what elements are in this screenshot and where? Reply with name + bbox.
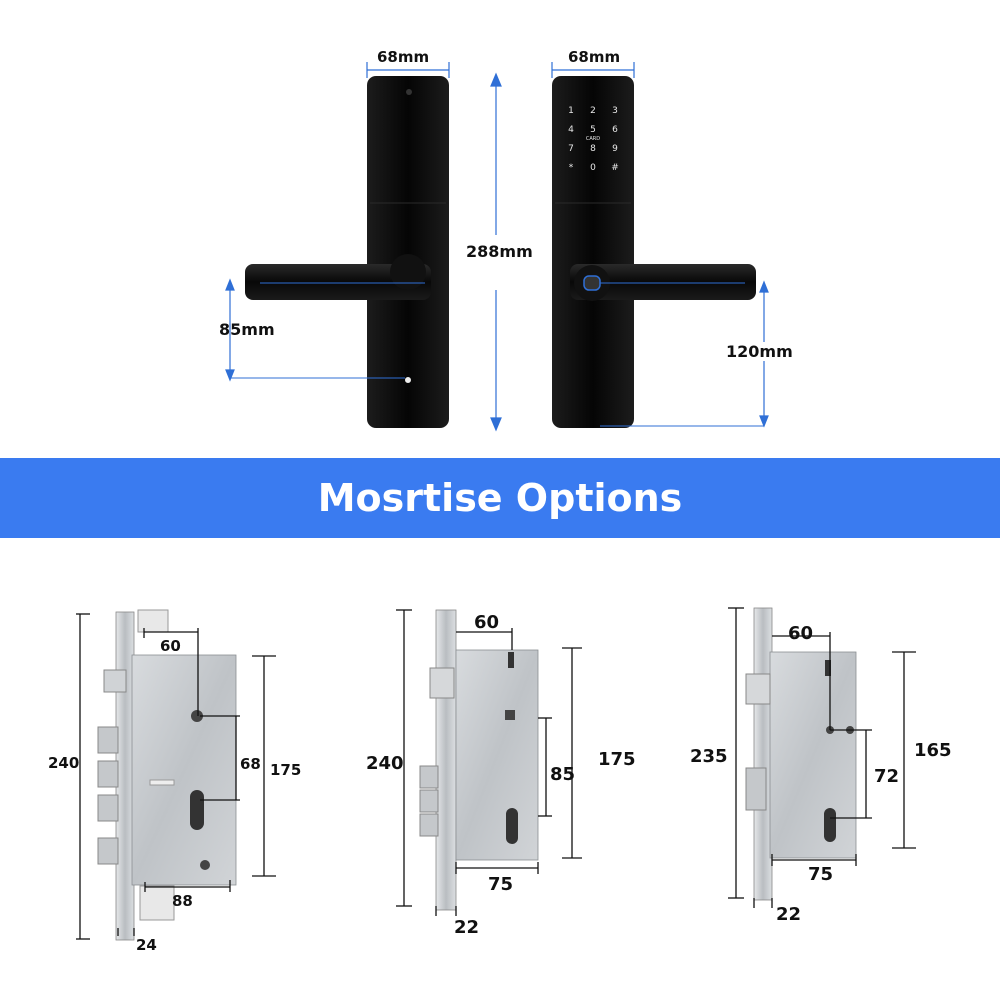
mortise-2-label-b: 85 bbox=[550, 764, 576, 785]
back-lock-body bbox=[552, 76, 634, 428]
front-width-label: 68mm bbox=[377, 48, 430, 66]
banner: Mosrtise Options bbox=[0, 458, 1000, 538]
keypad-key: 4 bbox=[568, 125, 574, 135]
mortise-2-body bbox=[396, 609, 582, 916]
mortise-3-label-e: 75 bbox=[808, 864, 834, 885]
banner-title: Mosrtise Options bbox=[317, 476, 683, 520]
handle-to-hole-label: 85mm bbox=[219, 320, 275, 339]
mortise-1-label-c: 175 bbox=[270, 761, 302, 779]
mortise-1-label-e: 88 bbox=[172, 892, 193, 910]
mortise-1-label-a: 60 bbox=[160, 637, 181, 655]
mortise-2-label-f: 22 bbox=[454, 917, 480, 938]
mortise-3-label-b: 72 bbox=[874, 766, 900, 787]
mortise-3-label-f: 22 bbox=[776, 904, 802, 925]
fingerprint-sensor-icon bbox=[583, 275, 601, 291]
smart-lock-drawing bbox=[225, 62, 769, 432]
keypad-key: 9 bbox=[612, 144, 618, 154]
card-label: CARD bbox=[585, 136, 601, 142]
mortise-3-label-d: 235 bbox=[690, 746, 728, 767]
keypad-key: 5 bbox=[590, 125, 596, 135]
mortise-2-label-e: 75 bbox=[488, 874, 514, 895]
keypad-key: 7 bbox=[568, 144, 574, 154]
mortise-1-label-f: 24 bbox=[136, 936, 157, 954]
back-width-label: 68mm bbox=[568, 48, 621, 66]
mortise-3-label-c: 165 bbox=[914, 740, 952, 761]
keypad-key: 1 bbox=[568, 106, 574, 116]
handle-height-label: 120mm bbox=[726, 342, 793, 361]
mortise-1-label-b: 68 bbox=[240, 755, 261, 773]
mortise-3-body bbox=[728, 607, 916, 908]
mortise-1-label-d: 240 bbox=[48, 754, 80, 772]
mortise-2-label-d: 240 bbox=[366, 753, 404, 774]
height-label: 288mm bbox=[466, 240, 533, 263]
mortise-3-label-a: 60 bbox=[788, 623, 814, 644]
mortise-1-body bbox=[76, 609, 276, 941]
front-handle bbox=[245, 264, 431, 300]
keypad-key: 2 bbox=[590, 106, 596, 116]
keypad-key: 8 bbox=[590, 144, 596, 154]
keypad-key: * bbox=[568, 163, 574, 173]
keypad-key: 6 bbox=[612, 125, 618, 135]
keypad-key: 0 bbox=[590, 163, 596, 173]
front-lock-body bbox=[367, 76, 449, 428]
keypad-key: 3 bbox=[612, 106, 618, 116]
keypad-key: # bbox=[611, 163, 619, 173]
mortise-2-label-a: 60 bbox=[474, 612, 500, 633]
keyhole-icon bbox=[405, 377, 411, 383]
back-handle bbox=[570, 264, 756, 300]
mortise-2-label-c: 175 bbox=[598, 749, 636, 770]
mortise-drawings bbox=[76, 607, 916, 941]
front-camera-icon bbox=[406, 89, 412, 95]
keypad: 1 2 3 4 5 6 7 8 9 * 0 # CARD bbox=[560, 106, 626, 186]
